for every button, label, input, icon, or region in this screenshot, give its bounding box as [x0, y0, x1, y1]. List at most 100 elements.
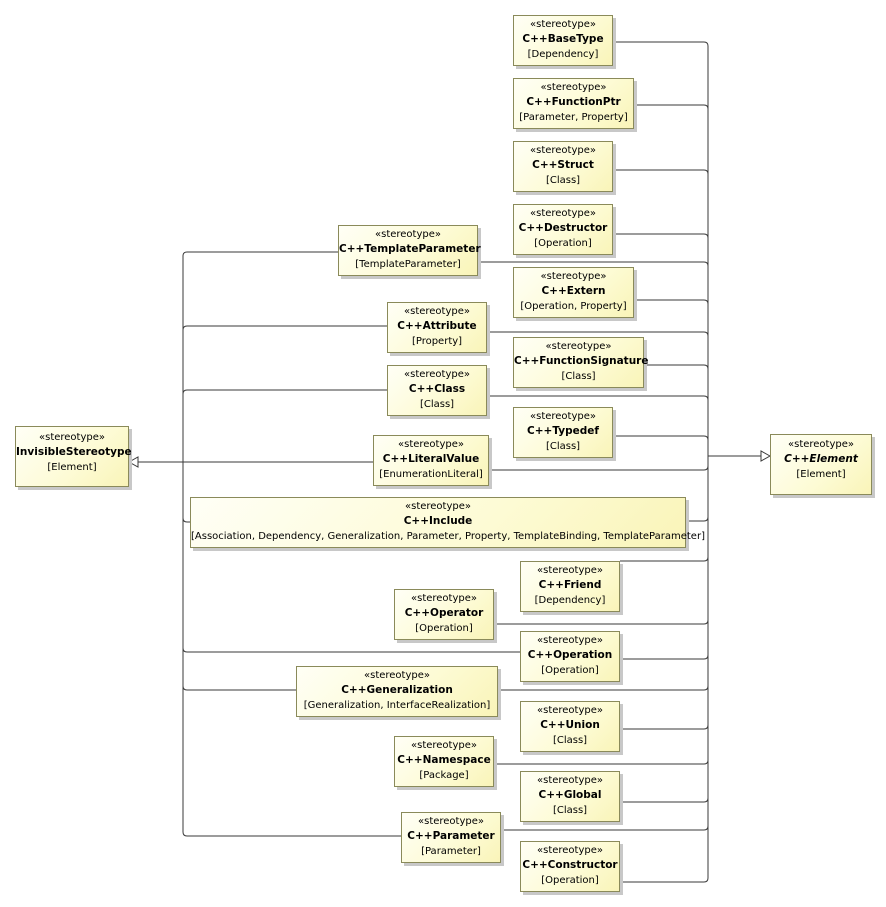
- connector-left: [182, 325, 387, 331]
- stereotype-name: C++Union: [540, 719, 600, 731]
- stereotype-keyword: «stereotype»: [410, 740, 478, 751]
- stereotype-cpp-generalization[interactable]: «stereotype» C++Generalization [Generali…: [296, 666, 498, 717]
- stereotype-name: C++Friend: [538, 579, 602, 591]
- stereotype-name: C++TemplateParameter: [339, 243, 481, 255]
- stereotype-keyword: «stereotype»: [536, 705, 604, 716]
- stereotype-metaclass: [TemplateParameter]: [355, 259, 461, 270]
- stereotype-cpp-constructor[interactable]: «stereotype» C++Constructor [Operation]: [520, 841, 620, 892]
- stereotype-keyword: «stereotype»: [397, 439, 465, 450]
- stereotype-name: C++Destructor: [518, 222, 608, 234]
- stereotype-name: C++Namespace: [397, 754, 491, 766]
- stereotype-keyword: «stereotype»: [410, 593, 478, 604]
- connector-left: [182, 647, 520, 653]
- stereotype-name: C++Constructor: [522, 859, 618, 871]
- stereotype-cpp-global[interactable]: «stereotype» C++Global [Class]: [520, 771, 620, 822]
- connector-right: [620, 654, 709, 660]
- stereotype-metaclass: [Dependency]: [534, 595, 606, 606]
- stereotype-keyword: «stereotype»: [374, 229, 442, 240]
- stereotype-metaclass: [Class]: [552, 805, 588, 816]
- stereotype-keyword: «stereotype»: [38, 432, 106, 443]
- connector-right: [620, 877, 709, 883]
- connector-right: [498, 685, 709, 691]
- connector-right: [620, 724, 709, 730]
- stereotype-name: C++Parameter: [407, 830, 495, 842]
- stereotype-name: C++Include: [403, 515, 473, 527]
- generalization-arrowhead-left: [127, 456, 139, 468]
- generalization-arrowhead-right: [760, 450, 772, 462]
- stereotype-metaclass: [Property]: [411, 336, 463, 347]
- stereotype-cpp-union[interactable]: «stereotype» C++Union [Class]: [520, 701, 620, 752]
- stereotype-cpp-attribute[interactable]: «stereotype» C++Attribute [Property]: [387, 302, 487, 353]
- connector-left: [182, 251, 338, 257]
- stereotype-name: C++LiteralValue: [382, 453, 480, 465]
- stereotype-name: C++BaseType: [522, 33, 604, 45]
- stereotype-metaclass: [Class]: [561, 371, 596, 382]
- stereotype-invisiblestereotype[interactable]: «stereotype» InvisibleStereotype [Elemen…: [15, 426, 132, 487]
- stereotype-keyword: «stereotype»: [536, 845, 604, 856]
- stereotype-cpp-basetype[interactable]: «stereotype» C++BaseType [Dependency]: [513, 15, 613, 66]
- stereotype-cpp-struct[interactable]: «stereotype» C++Struct [Class]: [513, 141, 613, 192]
- stereotype-cpp-namespace[interactable]: «stereotype» C++Namespace [Package]: [394, 736, 494, 787]
- stereotype-name: C++Class: [408, 383, 466, 395]
- stereotype-cpp-literalvalue[interactable]: «stereotype» C++LiteralValue [Enumeratio…: [373, 435, 489, 486]
- stereotype-metaclass: [Class]: [545, 175, 581, 186]
- stereotype-keyword: «stereotype»: [529, 19, 597, 30]
- connector-right: [686, 516, 709, 522]
- stereotype-metaclass: [Class]: [545, 441, 581, 452]
- stereotype-name: C++Attribute: [397, 320, 477, 332]
- stereotype-metaclass: [Operation]: [534, 238, 592, 249]
- stereotype-name: C++Global: [538, 789, 602, 801]
- connector-right: [487, 331, 709, 337]
- stereotype-keyword: «stereotype»: [363, 670, 431, 681]
- stereotype-cpp-functionsignature[interactable]: «stereotype» C++FunctionSignature [Class…: [513, 337, 648, 388]
- stereotype-keyword: «stereotype»: [545, 341, 612, 352]
- connector-right: [634, 299, 709, 305]
- stereotype-cpp-templateparameter[interactable]: «stereotype» C++TemplateParameter [Templ…: [338, 225, 481, 276]
- connector-left: [182, 831, 401, 837]
- stereotype-keyword: «stereotype»: [787, 439, 855, 450]
- stereotype-cpp-destructor[interactable]: «stereotype» C++Destructor [Operation]: [513, 204, 613, 255]
- stereotype-cpp-typedef[interactable]: «stereotype» C++Typedef [Class]: [513, 407, 613, 458]
- stereotype-keyword: «stereotype»: [529, 208, 597, 219]
- stereotype-keyword: «stereotype»: [417, 816, 485, 827]
- stereotype-name: InvisibleStereotype: [16, 446, 132, 458]
- stereotype-keyword: «stereotype»: [529, 411, 597, 422]
- stereotype-metaclass: [Dependency]: [527, 49, 599, 60]
- stereotype-keyword: «stereotype»: [540, 82, 607, 93]
- stereotype-metaclass: [Class]: [552, 735, 588, 746]
- stereotype-cpp-extern[interactable]: «stereotype» C++Extern [Operation, Prope…: [513, 267, 634, 318]
- stereotype-name: C++FunctionPtr: [526, 96, 621, 108]
- connector-left: [182, 517, 190, 523]
- stereotype-keyword: «stereotype»: [536, 635, 604, 646]
- stereotype-cpp-operator[interactable]: «stereotype» C++Operator [Operation]: [394, 589, 494, 640]
- stereotype-cpp-parameter[interactable]: «stereotype» C++Parameter [Parameter]: [401, 812, 501, 863]
- stereotype-metaclass: [Package]: [419, 770, 469, 781]
- stereotype-name: C++Operation: [527, 649, 613, 661]
- connector-right: [644, 364, 709, 370]
- stereotype-name: C++Typedef: [527, 425, 599, 437]
- stereotype-metaclass: [Operation, Property]: [520, 301, 627, 312]
- stereotype-cpp-include[interactable]: «stereotype» C++Include [Association, De…: [190, 497, 705, 548]
- connector-right: [613, 233, 709, 239]
- stereotype-keyword: «stereotype»: [529, 145, 597, 156]
- connector-right: [613, 169, 709, 175]
- stereotype-name: C++Extern: [541, 285, 606, 297]
- connector-right: [494, 619, 709, 625]
- connector-right: [613, 435, 709, 441]
- stereotype-cpp-friend[interactable]: «stereotype» C++Friend [Dependency]: [520, 561, 620, 612]
- stereotype-cpp-element[interactable]: «stereotype» C++Element [Element]: [770, 434, 872, 495]
- stereotype-metaclass: [Class]: [419, 399, 455, 410]
- stereotype-metaclass: [Generalization, InterfaceRealization]: [303, 700, 491, 711]
- stereotype-metaclass: [Element]: [796, 469, 846, 480]
- connector-right: [478, 261, 709, 267]
- stereotype-cpp-functionptr[interactable]: «stereotype» C++FunctionPtr [Parameter, …: [513, 78, 634, 129]
- stereotype-metaclass: [Operation]: [415, 623, 473, 634]
- connector-right: [620, 797, 709, 803]
- stereotype-metaclass: [Operation]: [541, 665, 599, 676]
- stereotype-keyword: «stereotype»: [536, 565, 604, 576]
- stereotype-cpp-class[interactable]: «stereotype» C++Class [Class]: [387, 365, 487, 416]
- stereotype-cpp-operation[interactable]: «stereotype» C++Operation [Operation]: [520, 631, 620, 682]
- connector-right: [494, 759, 709, 765]
- connector-right: [501, 825, 709, 831]
